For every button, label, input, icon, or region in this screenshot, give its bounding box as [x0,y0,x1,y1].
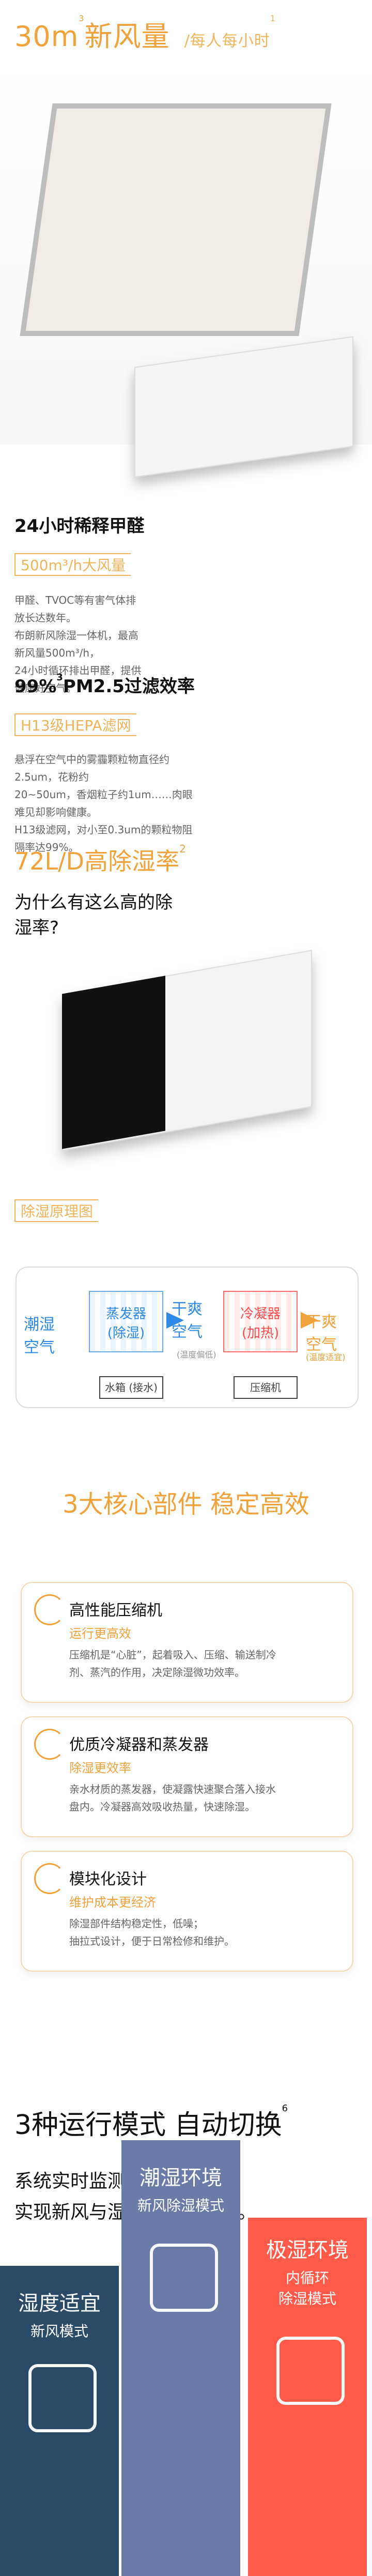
mode-3-subtitle-1: 内循环 [285,2269,329,2287]
card-2-title: 优质冷凝器和蒸发器 [69,1736,209,1754]
pm25-title-number: 99% [14,676,57,697]
device-image [134,336,353,478]
refresh-icon [34,1729,65,1760]
pm25-title: 99%3PM2.5过滤效率 [14,672,195,697]
diagram-humid-air: 潮湿 空气 [24,1316,55,1356]
mode-panel-2: 潮湿环境 新风除湿模式 [121,2140,240,2576]
core-card-1: 高性能压缩机 运行更高效 压缩机是“心脏”，起着吸入、压缩、输送制冷 剂、蒸汽的… [21,1582,353,1703]
header-airflow-superscript: 3 [79,13,85,23]
card-1-title: 高性能压缩机 [69,1602,162,1620]
card-2-tag: 除湿更效率 [69,1761,131,1775]
mode-2-subtitle: 新风除湿模式 [137,2197,224,2214]
principle-tag-text: 除湿原理图 [14,1199,99,1222]
diagram-temp-low: (温度偏低) [177,1350,216,1360]
formaldehyde-tag: 500m³/h大风量 [14,553,131,576]
card-3-tag: 维护成本更经济 [69,1895,156,1910]
floorplan-illustration [0,62,372,478]
mode-panel-1: 湿度适宜 新风模式 [0,2266,119,2576]
gear-icon [34,1594,65,1625]
floorplan-image [20,103,332,336]
cycle-icon [150,2244,218,2312]
modes-title-sup: 6 [282,2103,288,2114]
dehumid-title-sup: 2 [179,843,186,855]
mode-1-title: 湿度适宜 [18,2292,101,2315]
principle-tag: 除湿原理图 [14,1199,99,1222]
header-airflow-number: 30m [14,20,79,53]
formaldehyde-body: 甲醛、TVOC等有害气体排放长达数年。 布朗新风除湿一体机，最高新风量500m³… [14,594,142,694]
card-1-body: 压缩机是“心脏”，起着吸入、压缩、输送制冷 剂、蒸汽的作用，决定除湿微功效率。 [69,1649,276,1679]
module-icon [34,1863,65,1894]
pm25-tag-text: H13级HEPA滤网 [14,713,136,736]
diagram-water-tank: 水箱 (接水) [99,1376,163,1399]
diagram-arrow-1 [166,1312,184,1329]
mode-2-title: 潮湿环境 [140,2166,222,2190]
dehumid-title-text: 72L/D高除湿率 [14,847,180,875]
dehumid-title: 72L/D高除湿率2 [14,843,186,877]
pm25-title-text: PM2.5过滤效率 [63,676,195,697]
section-dehumid: 72L/D高除湿率2 为什么有这么高的除湿率? [14,843,186,938]
dehumid-diagram: 潮湿 空气 蒸发器 (除湿) 干爽 空气 冷凝器 (加热) 干爽 空气 (温度偏… [16,1267,359,1408]
section-formaldehyde: 24小时稀释甲醛 500m³/h大风量 甲醛、TVOC等有害气体排放长达数年。 … [14,512,145,694]
diagram-condenser-text: 冷凝器 (加热) [240,1306,281,1341]
modes-title-text: 3种运行模式 自动切换 [14,2110,282,2141]
mode-3-subtitle-2: 除湿模式 [278,2290,336,2307]
card-3-title: 模块化设计 [69,1870,147,1888]
pm25-title-sup: 3 [56,672,63,683]
core-card-2: 优质冷凝器和蒸发器 除湿更效率 亲水材质的蒸发器，使凝露快速聚合落入接水 盘内。… [21,1716,353,1837]
card-3-body: 除湿部件结构稳定性，低噪； 抽拉式设计，便于日常检修和维护。 [69,1917,235,1947]
diagram-evaporator: 蒸发器 (除湿) [89,1291,163,1352]
formaldehyde-tag-text: 500m³/h大风量 [14,553,131,576]
card-1-tag: 运行更高效 [69,1626,131,1641]
diagram-compressor: 压缩机 [234,1376,298,1399]
formaldehyde-title: 24小时稀释甲醛 [14,516,145,537]
pm25-body: 悬浮在空气中的雾霾颗粒物直径约2.5um，花粉约 20~50um，香烟粒子约1u… [14,753,193,853]
diagram-condenser: 冷凝器 (加热) [223,1291,298,1352]
core-card-3: 模块化设计 维护成本更经济 除湿部件结构稳定性，低噪； 抽拉式设计，便于日常检修… [21,1851,353,1972]
mode-panel-3: 极湿环境 内循环 除湿模式 [248,2218,367,2576]
cycle-icon [276,2337,345,2405]
header-airflow-label: 新风量 [84,20,170,53]
pm25-tag: H13级HEPA滤网 [14,713,136,736]
modes-title: 3种运行模式 自动切换6 [14,2103,288,2142]
header-unit-sup: 1 [270,13,276,23]
dehumidifier-image [62,950,312,1151]
dehumid-question: 为什么有这么高的除湿率? [14,892,173,938]
diagram-arrow-2 [301,1312,318,1329]
diagram-evaporator-text: 蒸发器 (除湿) [105,1306,146,1341]
header-title: 30m3新风量 /每人每小时1 [14,13,276,54]
section-pm25: 99%3PM2.5过滤效率 H13级HEPA滤网 悬浮在空气中的雾霾颗粒物直径约… [14,672,195,853]
mode-3-title: 极湿环境 [266,2238,349,2262]
diagram-temp-fit: (温度适宜) [306,1352,346,1362]
header-unit: /每人每小时 [184,32,270,50]
card-2-body: 亲水材质的蒸发器，使凝露快速聚合落入接水 盘内。冷凝器高效吸收热量，快速除湿。 [69,1783,276,1813]
mode-1-subtitle: 新风模式 [30,2323,88,2340]
core-title-text: 3大核心部件 稳定高效 [63,1490,309,1519]
cycle-icon [28,2364,97,2432]
core-title: 3大核心部件 稳定高效 [0,1484,372,1520]
